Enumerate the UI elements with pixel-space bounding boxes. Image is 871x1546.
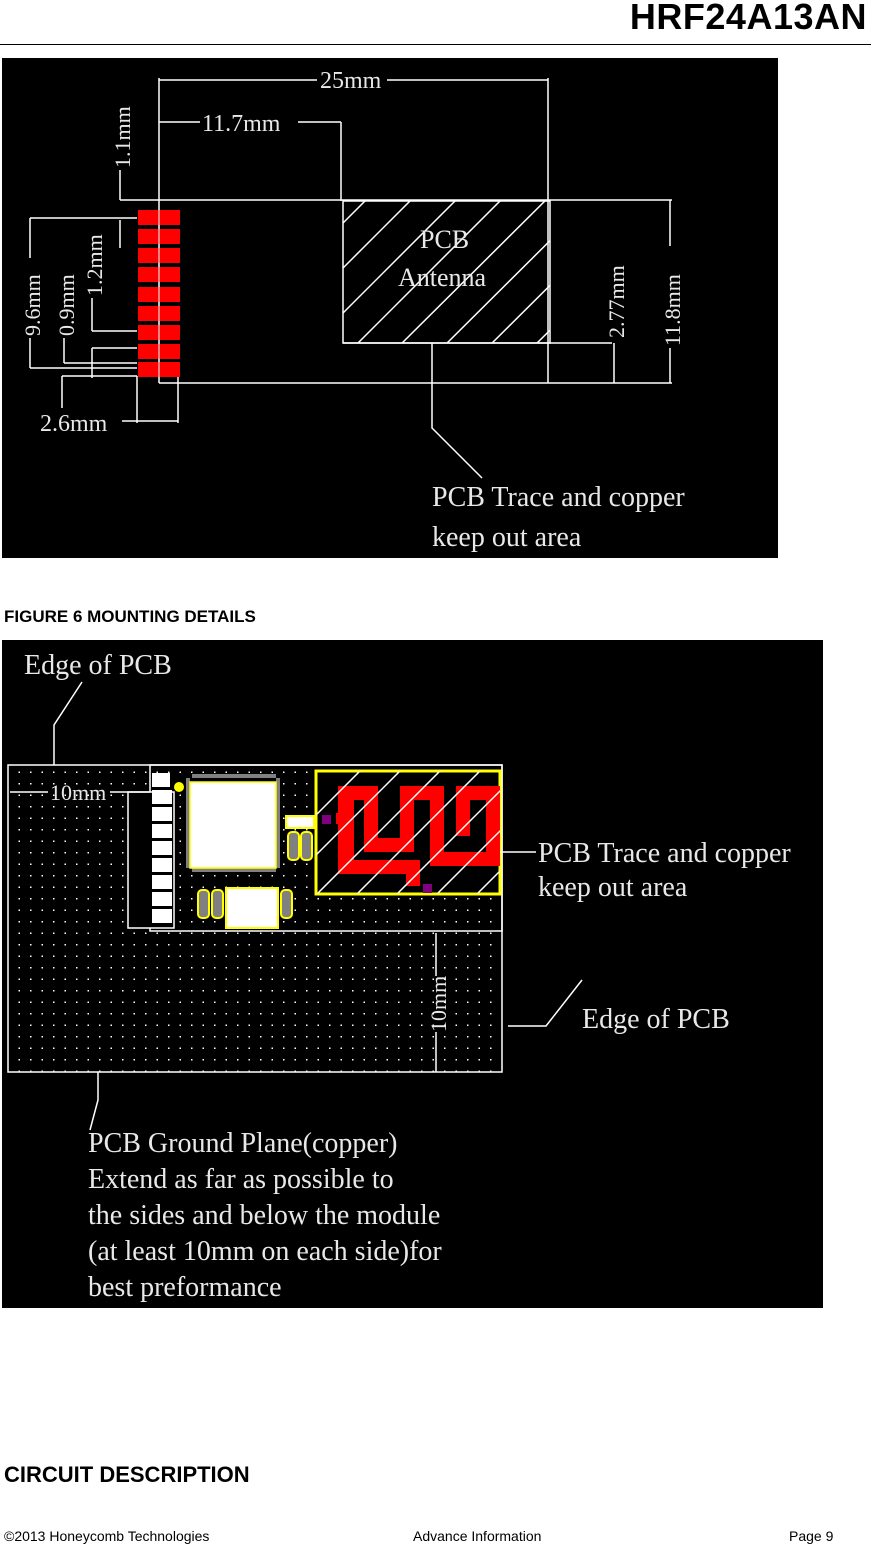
keepout-label-line2: keep out area [432,522,582,553]
ground-plane-line-1: PCB Ground Plane(copper) [88,1128,398,1159]
mounting-dimensions-figure: 25mm 11.7mm 1.1mm 9.6mm 0.9mm 1.2mm 2.6m… [2,58,778,558]
dim-2-6mm: 2.6mm [40,411,108,437]
bottom-clearance-label: 10mm [426,976,451,1032]
pcb-layout-drawing: Edge of PCB 10mm 10mm PCB Trace and copp… [7,650,791,1303]
antenna-label-line2: Antenna [398,263,487,292]
dim-9-6mm: 9.6mm [20,274,45,336]
antenna-label-line1: PCB [420,225,469,254]
ground-plane-line-5: best preformance [88,1272,282,1303]
keepout-label-line1: PCB Trace and copper [538,838,791,869]
keepout-label-line1: PCB Trace and copper [432,482,685,513]
pcb-layout-figure: Edge of PCB 10mm 10mm PCB Trace and copp… [2,640,823,1308]
footer-status: Advance Information [413,1528,542,1544]
header-divider [0,44,871,45]
ground-plane-line-3: the sides and below the module [88,1200,440,1231]
ground-plane-line-2: Extend as far as possible to [88,1164,394,1195]
dim-11-7mm: 11.7mm [202,111,281,137]
dimension-drawing: 25mm 11.7mm 1.1mm 9.6mm 0.9mm 1.2mm 2.6m… [20,68,685,553]
left-clearance-label: 10mm [50,780,106,805]
dim-11-8mm: 11.8mm [660,274,685,346]
dim-2-77mm: 2.77mm [604,265,629,338]
edge-of-pcb-top-label: Edge of PCB [24,650,172,681]
dim-1-2mm: 1.2mm [82,234,107,296]
keepout-label-line2: keep out area [538,872,688,903]
figure-caption: FIGURE 6 MOUNTING DETAILS [4,607,256,626]
section-heading: CIRCUIT DESCRIPTION [4,1462,250,1487]
dim-25mm: 25mm [320,68,382,94]
dim-1-1mm: 1.1mm [110,106,135,168]
footer-copyright: ©2013 Honeycomb Technologies [4,1528,210,1544]
footer-page-number: Page 9 [789,1528,834,1544]
edge-of-pcb-right-label: Edge of PCB [582,1004,730,1035]
document-title: HRF24A13AN [629,0,867,37]
ground-plane-line-4: (at least 10mm on each side)for [88,1236,442,1267]
dim-0-9mm: 0.9mm [54,274,79,336]
